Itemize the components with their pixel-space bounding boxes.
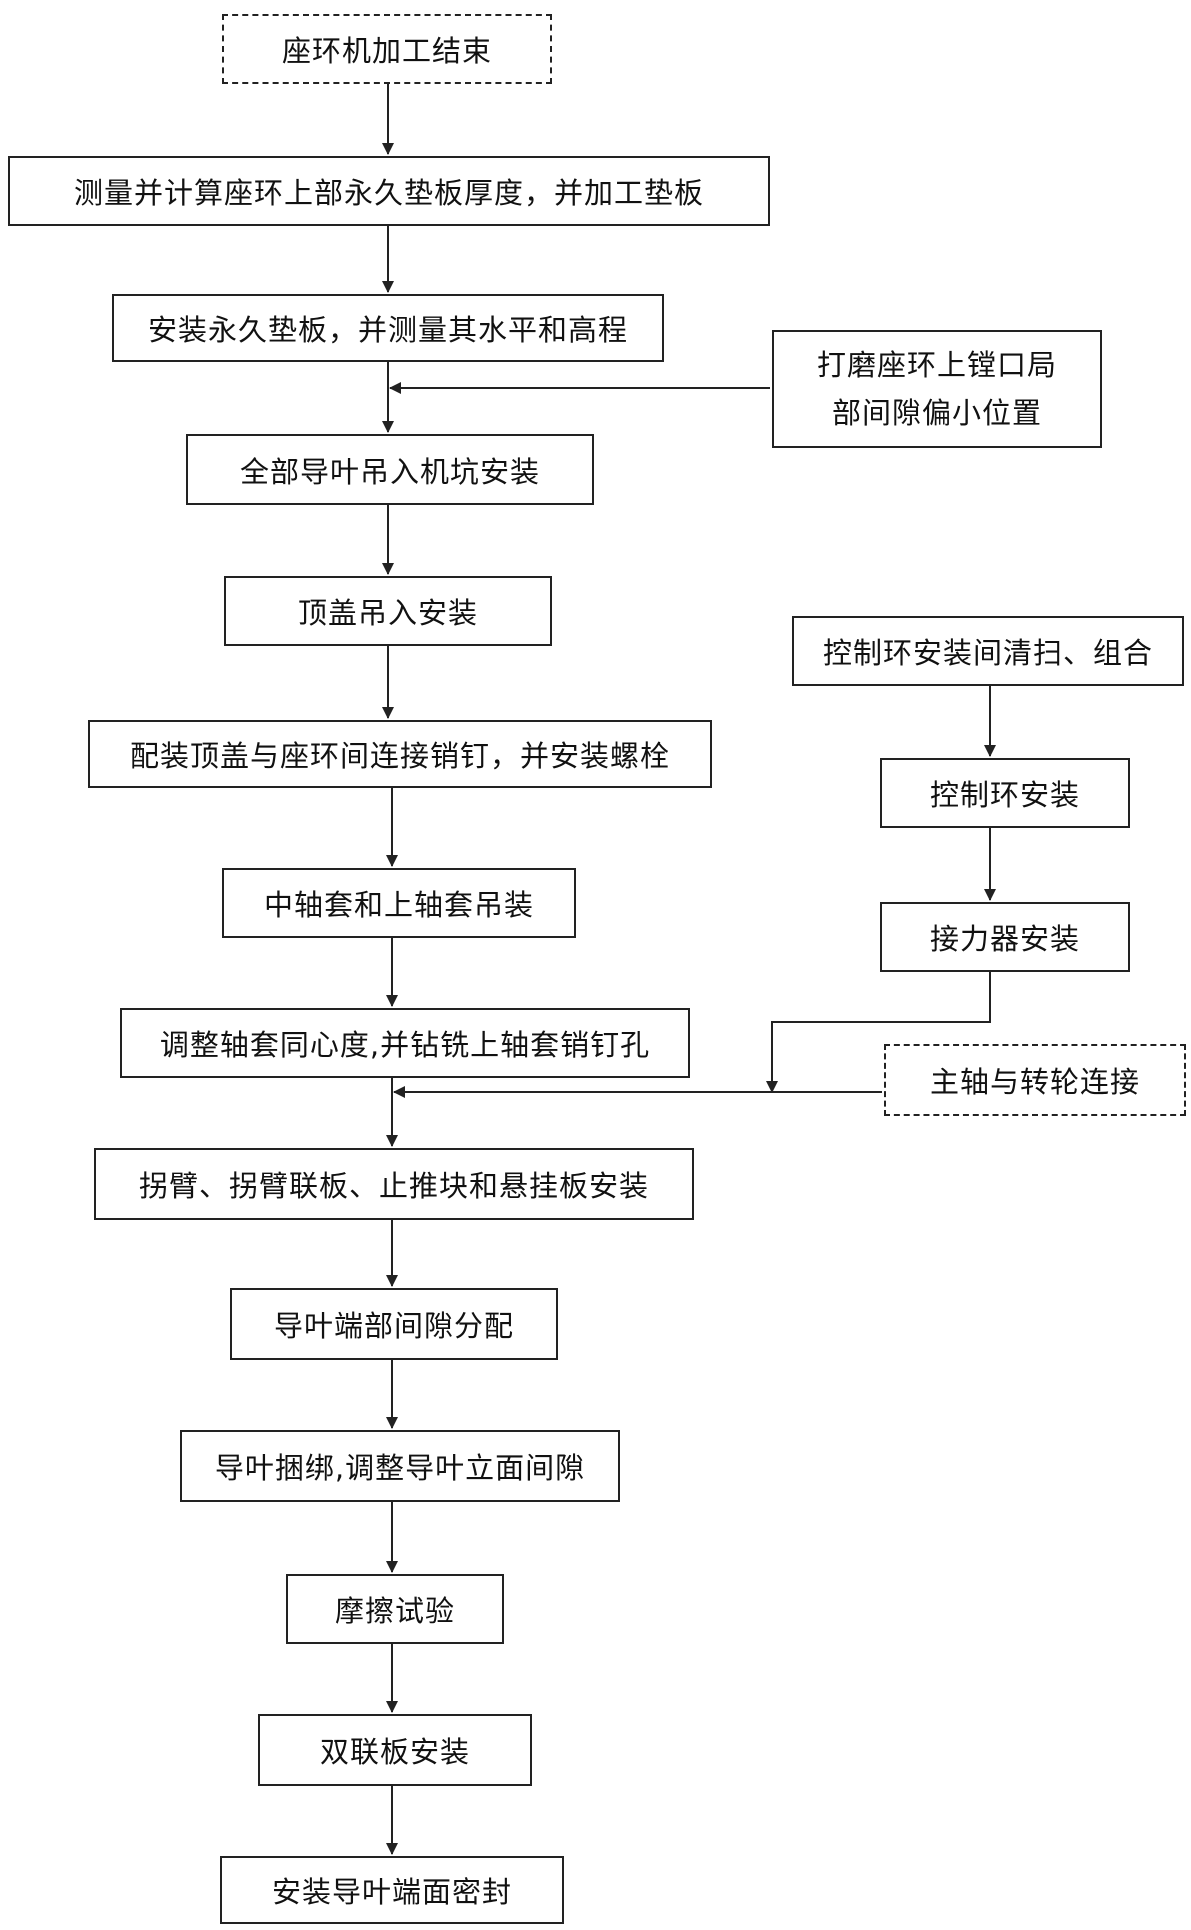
step-hoist-guide-vanes: 全部导叶吊入机坑安装 xyxy=(186,434,594,505)
step-hoist-bushings: 中轴套和上轴套吊装 xyxy=(222,868,576,938)
arrow-c3-merge xyxy=(766,972,991,1093)
step-label: 中轴套和上轴套吊装 xyxy=(263,888,534,922)
step-install-arms-links: 拐臂、拐臂联板、止推块和悬挂板安装 xyxy=(94,1148,694,1220)
step-hoist-head-cover: 顶盖吊入安装 xyxy=(224,576,552,646)
side-control-ring-cleaning: 控制环安装间清扫、组合 xyxy=(792,616,1184,686)
side-label: 接力器安装 xyxy=(929,922,1080,956)
step-bind-guide-vanes: 导叶捆绑,调整导叶立面间隙 xyxy=(180,1430,620,1502)
side-grind-seat-ring: 打磨座环上镗口局 部间隙偏小位置 xyxy=(772,330,1102,448)
step-label: 安装永久垫板，并测量其水平和高程 xyxy=(147,313,628,347)
step-label: 配装顶盖与座环间连接销钉，并安装螺栓 xyxy=(129,739,670,773)
step-install-shims: 安装永久垫板，并测量其水平和高程 xyxy=(112,294,664,362)
side-label: 控制环安装间清扫、组合 xyxy=(822,636,1153,670)
step-install-end-seals: 安装导叶端面密封 xyxy=(220,1856,564,1924)
side-label-line-1: 打磨座环上镗口局 xyxy=(816,348,1057,382)
step-label: 顶盖吊入安装 xyxy=(297,596,478,630)
side-label: 控制环安装 xyxy=(929,778,1080,812)
step-label: 全部导叶吊入机坑安装 xyxy=(239,454,540,489)
side-label: 主轴与转轮连接 xyxy=(929,1065,1140,1099)
step-label: 摩擦试验 xyxy=(334,1594,455,1628)
side-shaft-runner-connection: 主轴与转轮连接 xyxy=(884,1044,1186,1116)
step-label: 导叶捆绑,调整导叶立面间隙 xyxy=(214,1451,586,1485)
step-label: 导叶端部间隙分配 xyxy=(273,1309,514,1343)
step-label: 双联板安装 xyxy=(319,1735,470,1769)
side-control-ring-install: 控制环安装 xyxy=(880,758,1130,828)
step-label: 拐臂、拐臂联板、止推块和悬挂板安装 xyxy=(138,1169,649,1203)
step-adjust-bushing-concentricity: 调整轴套同心度,并钻铣上轴套销钉孔 xyxy=(120,1008,690,1078)
step-seat-ring-machining-done: 座环机加工结束 xyxy=(222,14,552,84)
side-label-line-2: 部间隙偏小位置 xyxy=(831,396,1042,430)
step-end-clearance-distribution: 导叶端部间隙分配 xyxy=(230,1288,558,1360)
side-servomotor-install: 接力器安装 xyxy=(880,902,1130,972)
step-label: 调整轴套同心度,并钻铣上轴套销钉孔 xyxy=(159,1028,651,1062)
step-friction-test: 摩擦试验 xyxy=(286,1574,504,1644)
step-dowel-pins-bolts: 配装顶盖与座环间连接销钉，并安装螺栓 xyxy=(88,720,712,788)
step-measure-shim-thickness: 测量并计算座环上部永久垫板厚度，并加工垫板 xyxy=(8,156,770,226)
step-label: 安装导叶端面密封 xyxy=(271,1875,512,1909)
step-label: 测量并计算座环上部永久垫板厚度，并加工垫板 xyxy=(73,176,704,210)
step-install-double-links: 双联板安装 xyxy=(258,1714,532,1786)
step-label: 座环机加工结束 xyxy=(281,34,492,68)
